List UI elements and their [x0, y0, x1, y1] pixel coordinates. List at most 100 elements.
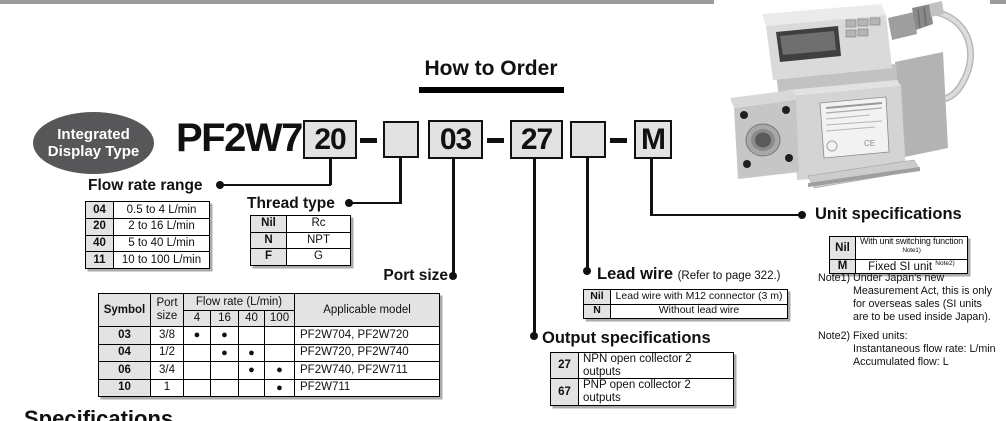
unit-desc-text: Fixed SI unit	[868, 260, 933, 273]
model-dash	[610, 138, 627, 143]
model-box-port-size: 03	[428, 120, 483, 159]
output-desc: NPN open collector 2 outputs	[578, 351, 734, 380]
note-2-label: Note2)	[818, 330, 851, 342]
lead-wire-ref: (Refer to page 322.)	[677, 270, 781, 282]
flow-code: 11	[85, 251, 114, 270]
unit-code: M	[829, 258, 856, 275]
next-section-heading: Specifications	[24, 406, 174, 421]
col-100: 100	[264, 310, 295, 327]
dot-cell: ●	[238, 343, 265, 362]
port-size-value: 3/8	[150, 326, 184, 345]
col-flow-rate: Flow rate (L/min)	[183, 293, 295, 311]
flow-code: 04	[85, 201, 114, 219]
model-dash	[360, 138, 377, 143]
model-box-lead-wire-blank	[570, 121, 606, 158]
device-bolts	[740, 106, 793, 168]
table-row: M Fixed SI unit Note2)	[829, 258, 968, 275]
dot-cell: ●	[210, 343, 239, 362]
output-specifications-label: Output specifications	[542, 329, 711, 347]
note-1: Note1) Under Japan's new Measurement Act…	[818, 272, 1002, 324]
dot-cell: ●	[183, 326, 211, 345]
output-code: 67	[550, 378, 579, 406]
port-size-value: 1/2	[150, 343, 184, 362]
unit-specifications-label: Unit specifications	[815, 205, 962, 223]
applicable-model: PF2W720, PF2W740	[294, 343, 440, 362]
thread-type-label: Thread type	[247, 195, 335, 212]
lead-wire-title: Lead wire	[597, 265, 674, 283]
table-subheader-row: 4 16 40 100	[99, 310, 440, 327]
badge-line2: Display Type	[47, 143, 140, 160]
dot-cell	[264, 343, 295, 362]
lead-code: N	[583, 303, 611, 319]
leader-unit-bullet	[798, 211, 806, 219]
applicable-model: PF2W740, PF2W711	[294, 361, 440, 380]
leader-thread	[399, 158, 402, 204]
port-size-value: 1	[150, 378, 184, 397]
dot-cell	[183, 361, 211, 380]
note-2-text: Fixed units: Instantaneous flow rate: L/…	[853, 330, 999, 369]
leader-flow-rate-h	[220, 183, 331, 186]
leader-thread-bullet	[345, 199, 353, 207]
thread-desc: G	[286, 248, 351, 266]
note-2-line: Instantaneous flow rate: L/min	[853, 343, 996, 355]
port-size-value: 3/4	[150, 361, 184, 380]
table-row: 06 3/4 ● ● PF2W740, PF2W711	[98, 361, 440, 380]
flow-desc: 10 to 100 L/min	[113, 251, 210, 270]
col-symbol: Symbol	[98, 293, 151, 327]
leader-port-bullet	[449, 272, 457, 280]
applicable-model: PF2W711	[294, 378, 440, 397]
model-box-output: 27	[510, 120, 563, 159]
thread-desc: NPT	[286, 231, 351, 249]
note-2-line: Accumulated flow: L	[853, 356, 949, 368]
flow-desc: 0.5 to 4 L/min	[113, 201, 210, 219]
lead-desc: Without lead wire	[610, 303, 788, 319]
unit-desc-text: With unit switching function	[860, 236, 963, 246]
unit-desc: Fixed SI unit Note2)	[855, 258, 968, 275]
port-symbol: 10	[98, 378, 151, 397]
leader-thread-h	[349, 201, 401, 204]
col-applicable-model: Applicable model	[294, 293, 440, 327]
leader-lead-wire	[586, 158, 589, 270]
port-size-table: Symbol Port size Flow rate (L/min) Appli…	[98, 293, 440, 397]
model-box-thread-blank	[383, 121, 419, 158]
port-symbol: 04	[98, 343, 151, 362]
dot-cell	[238, 378, 265, 397]
leader-lead-wire-bullet	[583, 267, 591, 275]
dot-cell	[210, 361, 239, 380]
device-buttons	[845, 17, 881, 38]
thread-desc: Rc	[286, 215, 351, 233]
note-2: Note2) Fixed units: Instantaneous flow r…	[818, 330, 1002, 369]
leader-unit	[650, 159, 653, 216]
col-4: 4	[183, 310, 211, 327]
leader-flow-rate	[329, 158, 332, 185]
device-connector	[888, 12, 917, 40]
svg-text:CE: CE	[864, 139, 875, 148]
applicable-model: PF2W704, PF2W720	[294, 326, 440, 345]
leader-output	[533, 159, 536, 335]
table-row: 10 1 ● PF2W711	[98, 378, 440, 397]
dot-cell	[238, 326, 265, 345]
leader-output-bullet	[530, 332, 538, 340]
flow-desc: 5 to 40 L/min	[113, 234, 210, 253]
dot-cell	[264, 326, 295, 345]
unit-specifications-table: Nil With unit switching function Note1) …	[829, 236, 968, 275]
note-ref: Note2)	[935, 259, 955, 267]
dot-cell: ●	[264, 378, 295, 397]
dot-cell: ●	[264, 361, 295, 380]
port-size-label: Port size	[383, 267, 448, 284]
dot-cell	[183, 378, 211, 397]
dot-cell	[210, 378, 239, 397]
